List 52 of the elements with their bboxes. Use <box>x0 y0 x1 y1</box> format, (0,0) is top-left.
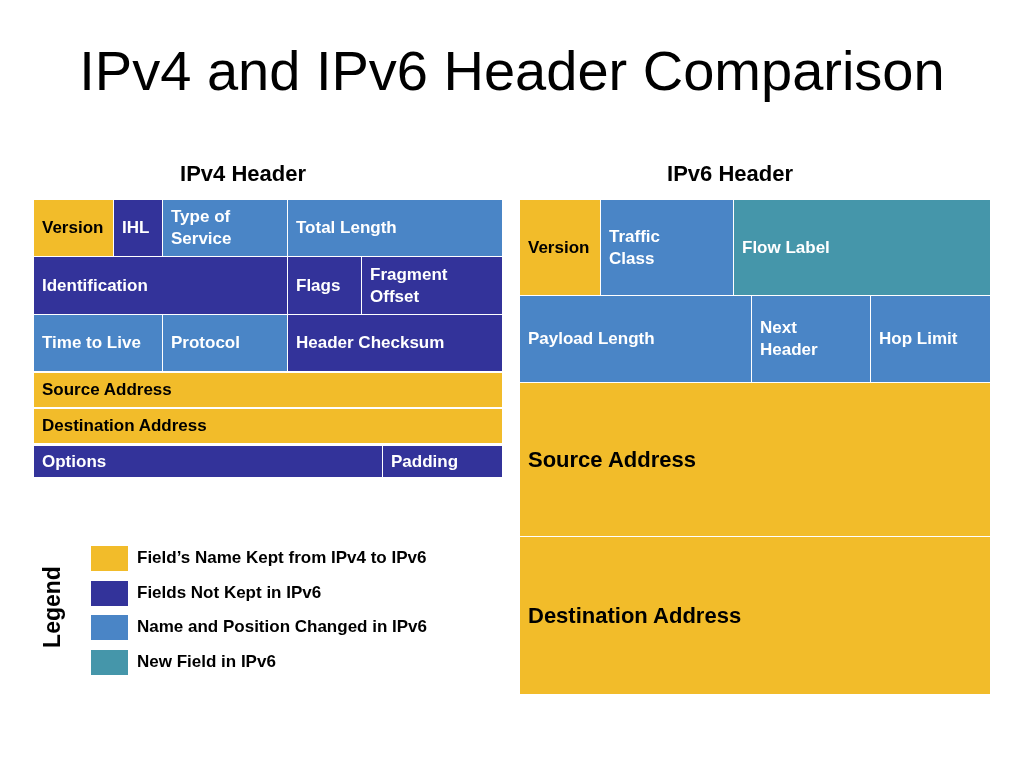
header-field <box>34 373 502 407</box>
legend-label: Field’s Name Kept from IPv4 to IPv6 <box>137 548 427 568</box>
field-name: Flags <box>296 274 341 297</box>
field-name: Destination Address <box>528 602 742 629</box>
header-field <box>34 446 382 477</box>
header-field <box>288 257 361 314</box>
header-field <box>34 315 162 371</box>
field-name: Traffic Class <box>609 225 662 270</box>
legend-label: New Field in IPv6 <box>137 652 276 672</box>
header-field <box>601 200 733 295</box>
section-heading: IPv4 Header <box>179 161 307 187</box>
header-field <box>163 315 287 371</box>
field-name: Protocol <box>171 332 240 354</box>
legend-label: Name and Position Changed in IPv6 <box>137 617 427 637</box>
field-name: Next Header <box>760 317 819 361</box>
header-field <box>520 383 990 536</box>
header-field <box>734 200 990 295</box>
field-name: Total Length <box>296 217 397 239</box>
field-name: Version <box>42 217 104 239</box>
legend-title: Legend <box>39 565 65 650</box>
field-name: Version <box>528 236 590 259</box>
field-name: Padding <box>391 450 459 473</box>
field-name: Fragment Offset <box>370 263 449 308</box>
field-name: Identification <box>42 274 148 297</box>
header-field <box>288 200 502 256</box>
header-field <box>163 200 287 256</box>
field-name: Destination Address <box>42 415 207 437</box>
legend-label: Fields Not Kept in IPv6 <box>137 583 322 603</box>
field-name: Header Checksum <box>296 332 445 354</box>
field-name: Source Address <box>42 379 172 401</box>
header-field <box>34 257 287 314</box>
section-heading: IPv6 Header <box>666 161 794 187</box>
field-name: Type of Service <box>171 206 233 250</box>
header-field <box>288 315 502 371</box>
title: IPv4 and IPv6 Header Comparison <box>78 38 946 104</box>
field-name: Payload Length <box>528 328 655 350</box>
header-field <box>520 296 751 382</box>
field-name: Time to Live <box>42 332 141 354</box>
field-name: Source Address <box>528 446 696 473</box>
field-name: Flow Label <box>742 236 830 259</box>
field-name: Hop Limit <box>879 328 958 350</box>
header-field <box>362 257 502 314</box>
header-field <box>520 537 990 694</box>
header-field <box>871 296 990 382</box>
header-field <box>114 200 162 256</box>
field-name: Options <box>42 450 107 473</box>
field-name: IHL <box>122 217 150 239</box>
header-field <box>383 446 502 477</box>
header-field <box>34 200 113 256</box>
header-field <box>520 200 600 295</box>
header-field <box>752 296 870 382</box>
header-field <box>34 409 502 443</box>
